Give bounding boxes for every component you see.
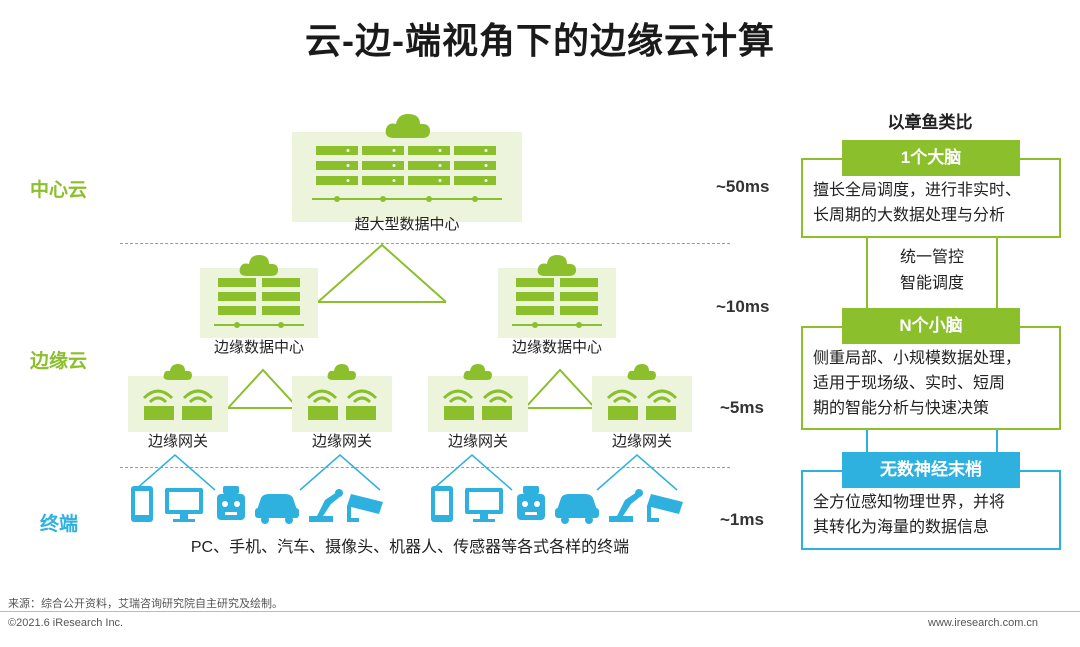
phone-icon <box>431 486 453 522</box>
robot-icon <box>517 486 545 520</box>
analogy-header: 以章鱼类比 <box>887 113 973 132</box>
cloud-icon <box>239 255 278 276</box>
tier-label-terminal: 终端 <box>40 514 79 535</box>
control-line-2: 智能调度 <box>899 275 964 292</box>
super-data-center: 超大型数据中心 <box>292 132 522 233</box>
copyright: ©2021.6 iResearch Inc. <box>8 617 124 629</box>
car-icon <box>555 494 599 524</box>
phone-icon <box>131 486 153 522</box>
connector-vertical-right-2 <box>996 430 998 470</box>
small-brain-tag: N个小脑 <box>842 308 1020 344</box>
connector-vertical-left-2 <box>866 430 868 470</box>
small-brain-desc-line-1: 侧重局部、小规模数据处理， <box>813 350 1022 367</box>
cloud-icon <box>537 255 576 276</box>
latency-center-cloud: ~50ms <box>716 177 770 196</box>
edge-gateway-4 <box>592 376 692 432</box>
nerve-tag: 无数神经末梢 <box>842 452 1020 488</box>
footer-divider <box>0 611 1080 612</box>
tier-label-center-cloud: 中心云 <box>30 180 88 201</box>
gateway-4-caption: 边缘网关 <box>611 433 672 450</box>
monitor-icon <box>465 488 503 522</box>
gateway-icon <box>606 389 678 420</box>
tier-label-edge-cloud: 边缘云 <box>30 351 88 372</box>
terminal-devices <box>131 486 683 524</box>
website-link[interactable]: www.iresearch.com.cn <box>928 617 1039 629</box>
server-rack-icon <box>512 278 602 328</box>
edge-data-center-left <box>200 268 318 338</box>
edge-dc-left-caption: 边缘数据中心 <box>213 339 304 356</box>
separator-edge-terminal <box>120 467 730 468</box>
gateway-3-caption: 边缘网关 <box>447 433 508 450</box>
robot-icon <box>217 486 245 520</box>
super-dc-caption: 超大型数据中心 <box>354 216 460 233</box>
robot-arm-icon <box>609 489 643 522</box>
separator-center-edge <box>120 243 730 244</box>
cloud-icon <box>627 364 656 380</box>
latency-edge-dc: ~10ms <box>716 297 770 316</box>
connector-gateway-left <box>227 368 299 409</box>
page-title: 云-边-端视角下的边缘云计算 <box>305 20 775 61</box>
control-line-1: 统一管控 <box>899 249 964 266</box>
gateway-2-caption: 边缘网关 <box>311 433 372 450</box>
edge-gateway-1 <box>128 376 228 432</box>
robot-arm-icon <box>309 489 343 522</box>
big-brain-tag: 1个大脑 <box>842 140 1020 176</box>
big-brain-desc-line-1: 擅长全局调度，进行非实时、 <box>813 182 1022 199</box>
gateway-1-caption: 边缘网关 <box>147 433 208 450</box>
server-rack-icon <box>214 278 304 328</box>
camera-icon <box>347 494 383 522</box>
connector-center-to-edge <box>317 243 447 303</box>
source-note: 来源：综合公开资料，艾瑞咨询研究院自主研究及绘制。 <box>8 598 283 610</box>
gateway-icon <box>142 389 214 420</box>
latency-gateway: ~5ms <box>720 398 764 417</box>
cloud-icon <box>163 364 192 380</box>
connector-vertical-right <box>996 238 998 308</box>
camera-icon <box>647 494 683 522</box>
gateway-icon <box>442 389 514 420</box>
terminals-caption: PC、手机、汽车、摄像头、机器人、传感器等各式各样的终端 <box>190 539 630 556</box>
connector-vertical-left <box>866 238 868 308</box>
cloud-icon <box>385 114 430 138</box>
car-icon <box>255 494 299 524</box>
connector-gateway-right <box>524 368 596 409</box>
small-brain-desc-line-3: 期的智能分析与快速决策 <box>813 400 990 417</box>
nerve-desc-line-1: 全方位感知物理世界，并将 <box>813 494 1006 511</box>
latency-terminal: ~1ms <box>720 510 764 529</box>
edge-data-center-right <box>498 268 616 338</box>
cloud-icon <box>463 364 492 380</box>
gateway-icon <box>306 389 378 420</box>
small-brain-desc-line-2: 适用于现场级、实时、短周 <box>813 375 1006 392</box>
edge-gateway-3 <box>428 376 528 432</box>
monitor-icon <box>165 488 203 522</box>
edge-gateway-2 <box>292 376 392 432</box>
nerve-desc-line-2: 其转化为海量的数据信息 <box>813 519 990 536</box>
cloud-icon <box>327 364 356 380</box>
server-rack-icon <box>312 146 502 202</box>
control-text: 统一管控 智能调度 <box>868 245 996 297</box>
edge-dc-right-caption: 边缘数据中心 <box>511 339 602 356</box>
big-brain-desc-line-2: 长周期的大数据处理与分析 <box>813 207 1006 224</box>
